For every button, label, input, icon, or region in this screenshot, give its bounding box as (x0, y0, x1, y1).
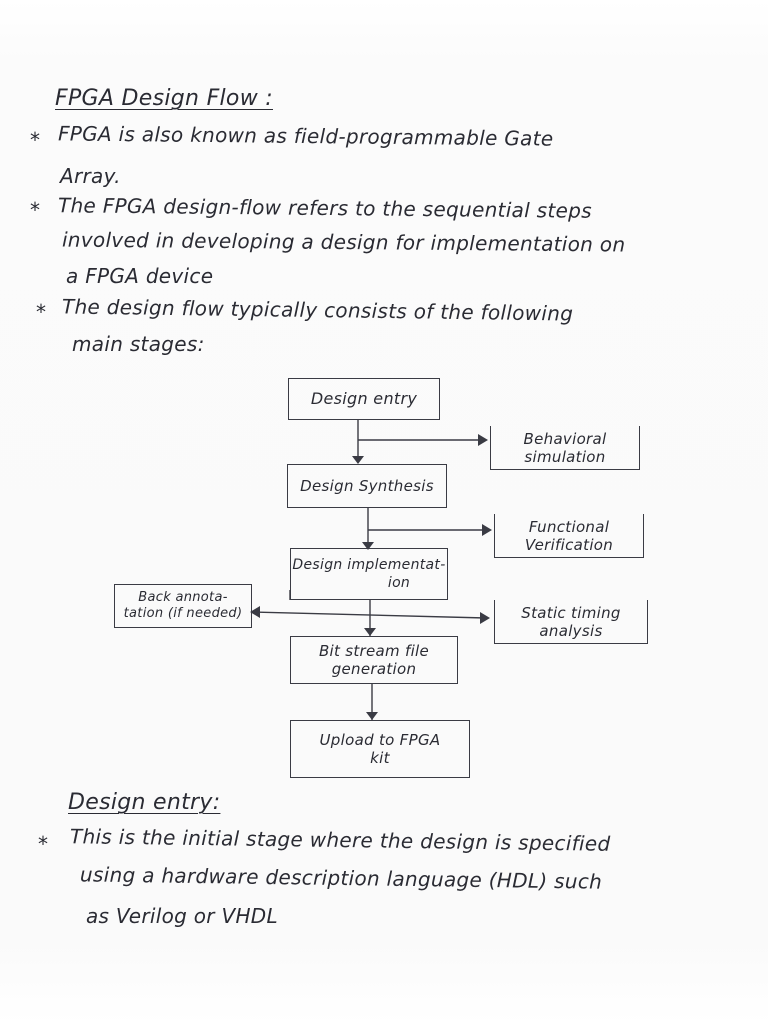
bullet-marker: * (38, 832, 48, 856)
side-box-static-timing-analysis: Static timing analysis (494, 600, 648, 644)
flow-box-design-synthesis: Design Synthesis (287, 464, 447, 508)
side-box-label: Functional (528, 517, 610, 536)
bullet-marker: * (30, 198, 40, 222)
side-box-label: Behavioral (523, 429, 607, 448)
side-box-label: simulation (524, 447, 606, 466)
bullet-marker: * (36, 300, 46, 324)
page-title: FPGA Design Flow : (55, 86, 273, 111)
side-box-label: Back annota- (138, 590, 228, 605)
side-box-functional-verification: Functional Verification (494, 514, 644, 558)
flow-box-design-entry: Design entry (288, 378, 440, 420)
flow-box-label: Design Synthesis (300, 477, 434, 495)
side-box-label: analysis (539, 621, 603, 640)
flow-box-label: Bit stream file (318, 642, 430, 660)
section-line-3: as Verilog or VHDL (86, 904, 278, 928)
bullet-marker: * (30, 128, 40, 152)
flow-box-label: kit (370, 749, 390, 767)
bullet-3-line-2: main stages: (72, 332, 205, 356)
flow-box-label: Design entry (310, 389, 418, 408)
side-box-label: Verification (524, 535, 614, 554)
flow-box-design-implementation: Design implementat- ion (290, 548, 448, 600)
bullet-2-line-3: a FPGA device (66, 264, 214, 288)
flow-box-label: ion (387, 575, 411, 591)
side-box-back-annotation: Back annota- tation (if needed) (114, 584, 252, 628)
flow-box-bitstream-generation: Bit stream file generation (290, 636, 458, 684)
flow-box-upload-to-fpga: Upload to FPGA kit (290, 720, 470, 778)
side-box-label: Static timing (521, 603, 621, 622)
side-box-label: tation (if needed) (123, 606, 243, 621)
flow-box-label: generation (331, 660, 417, 678)
bullet-1-line-2: Array. (60, 164, 121, 188)
flow-box-label: Design implementat- (292, 557, 446, 573)
flow-box-label: Upload to FPGA (319, 731, 441, 749)
side-box-behavioral-simulation: Behavioral simulation (490, 426, 640, 470)
section-heading: Design entry: (68, 790, 221, 815)
